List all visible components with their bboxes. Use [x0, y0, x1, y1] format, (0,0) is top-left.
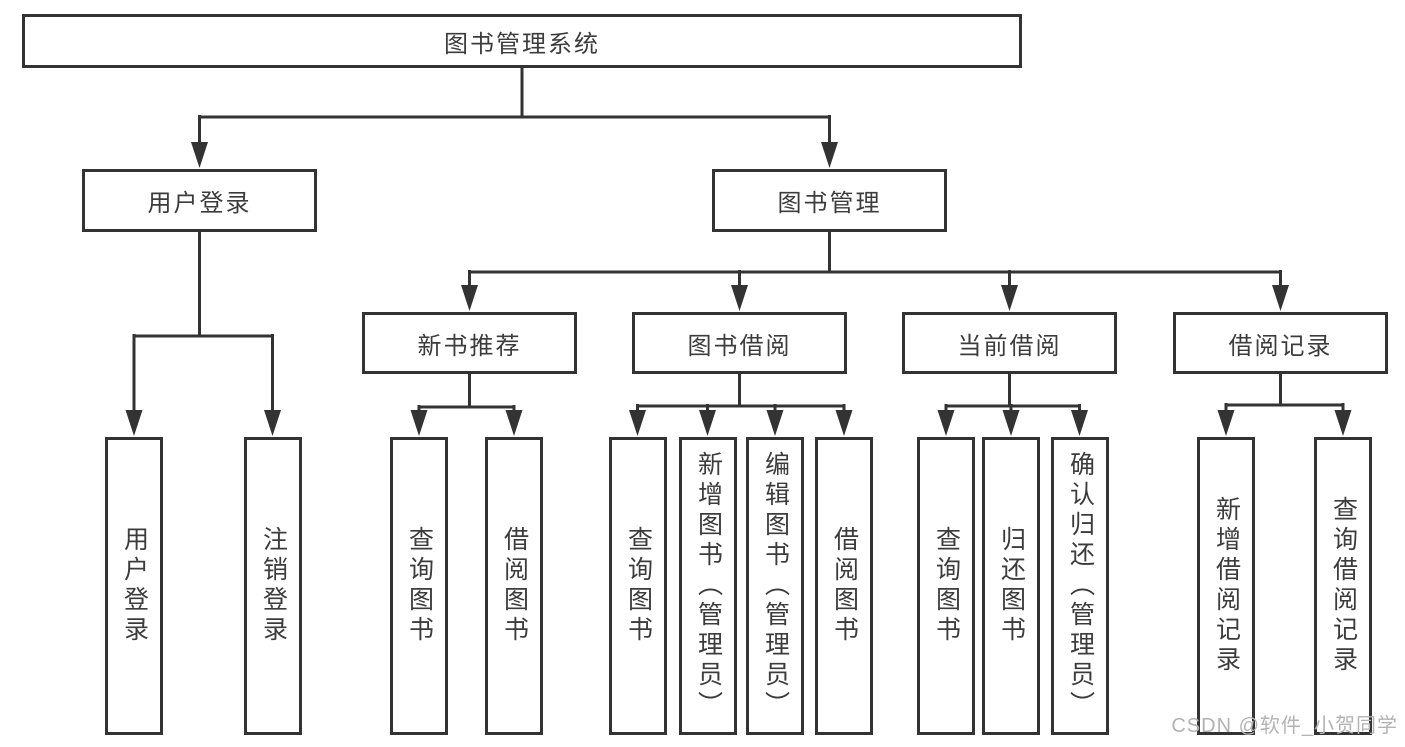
connector-book-management-children: [461, 231, 1289, 311]
connector-book-borrow-children: [629, 373, 853, 436]
leaf-query-books-recommend: 查询图书: [390, 437, 448, 735]
leaf-logout: 注销登录: [244, 437, 302, 735]
arrowhead: [766, 410, 784, 436]
node-borrow-records: 借阅记录: [1173, 312, 1388, 374]
connector-new-book-recommend-children: [410, 373, 523, 436]
node-user-login: 用户登录: [82, 169, 317, 232]
node-library-management-system: 图书管理系统: [22, 14, 1022, 68]
arrowhead: [1334, 410, 1352, 436]
arrowhead: [505, 410, 523, 436]
arrowhead: [731, 285, 748, 311]
csdn-watermark: CSDN @软件_小贺同学: [1171, 715, 1398, 737]
arrowhead: [125, 410, 143, 436]
leaf-edit-books-admin: 编辑图书（管理员）: [746, 437, 804, 735]
leaf-user-login: 用户登录: [105, 437, 163, 735]
arrowhead: [629, 410, 646, 436]
connector-user-login-children: [125, 231, 281, 436]
leaf-add-borrow-record: 新增借阅记录: [1197, 437, 1255, 735]
node-book-borrow: 图书借阅: [632, 312, 847, 374]
arrowhead: [821, 142, 838, 168]
connector-root-to-level2: [191, 68, 838, 168]
arrowhead: [1002, 410, 1020, 436]
node-current-borrow: 当前借阅: [902, 312, 1117, 374]
arrowhead: [1071, 410, 1088, 436]
leaf-return-books: 归还图书: [982, 437, 1040, 735]
arrowhead: [1217, 410, 1235, 436]
arrowhead: [1001, 285, 1018, 311]
connector-borrow-records-children: [1217, 373, 1352, 436]
arrowhead: [699, 410, 716, 436]
arrowhead: [461, 285, 478, 311]
node-new-book-recommend: 新书推荐: [362, 312, 577, 374]
connector-current-borrow-children: [937, 373, 1088, 436]
leaf-borrow-books: 借阅图书: [815, 437, 873, 735]
arrowhead: [1272, 285, 1289, 311]
arrowhead: [937, 410, 955, 436]
arrowhead: [191, 142, 208, 168]
leaf-query-books-borrow: 查询图书: [609, 437, 667, 735]
arrowhead: [835, 410, 853, 436]
leaf-query-borrow-record: 查询借阅记录: [1314, 437, 1372, 735]
arrowhead: [410, 410, 428, 436]
node-book-management: 图书管理: [712, 169, 947, 232]
arrowhead: [264, 410, 281, 436]
leaf-add-books-admin: 新增图书（管理员）: [679, 437, 737, 735]
leaf-query-books-current: 查询图书: [917, 437, 975, 735]
leaf-confirm-return-admin: 确认归还（管理员）: [1051, 437, 1109, 735]
leaf-borrow-books-recommend: 借阅图书: [485, 437, 543, 735]
